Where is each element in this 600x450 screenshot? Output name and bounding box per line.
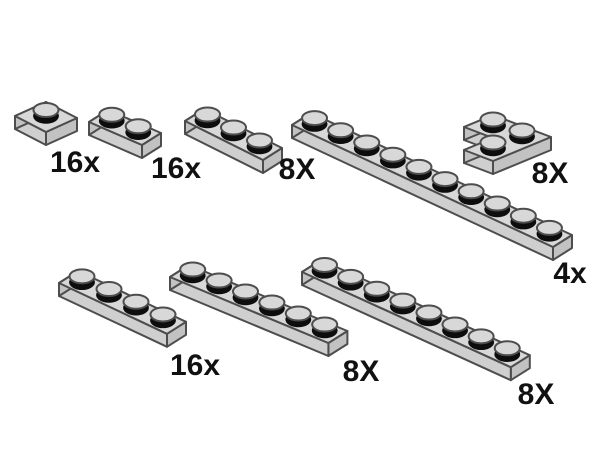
- stud-top: [363, 280, 391, 297]
- stud-top: [479, 134, 507, 151]
- stud-top: [149, 306, 177, 323]
- stud-top: [327, 122, 355, 139]
- quantity-label-plate-1x4: 16x: [170, 349, 220, 382]
- stud-top: [479, 111, 507, 128]
- stud-top: [467, 328, 495, 345]
- part-plate-1x3: 8X: [184, 106, 316, 186]
- quantity-label-plate-1x6: 8X: [343, 355, 380, 388]
- stud-top: [509, 207, 537, 224]
- part-plate-1x10: 4x: [291, 110, 587, 290]
- part-plate-1x1: 16x: [14, 101, 100, 179]
- stud-top: [508, 122, 536, 139]
- part-plate-2x2-corner: 8X: [463, 111, 569, 190]
- stud-top: [301, 110, 329, 127]
- stud-top: [194, 106, 221, 123]
- stud-top: [493, 340, 521, 357]
- stud-top: [32, 102, 60, 118]
- stud-top: [405, 158, 433, 175]
- part-plate-1x4: 16x: [58, 268, 220, 382]
- stud-top: [205, 272, 233, 289]
- part-plate-1x8: 8X: [301, 256, 555, 411]
- stud-top: [431, 171, 459, 188]
- stud-top: [457, 183, 485, 200]
- stud-top: [124, 118, 152, 135]
- stud-top: [353, 134, 381, 151]
- stud-top: [220, 119, 247, 136]
- stud-top: [389, 292, 417, 309]
- stud-top: [179, 261, 207, 278]
- stud-top: [415, 304, 443, 321]
- stud-top: [379, 146, 407, 163]
- quantity-label-plate-1x3: 8X: [279, 153, 316, 186]
- stud-top: [311, 316, 339, 333]
- part-plate-1x6: 8X: [169, 261, 380, 388]
- stud-top: [122, 293, 150, 310]
- stud-top: [311, 256, 339, 273]
- stud-top: [337, 268, 365, 285]
- quantity-label-plate-1x1: 16x: [50, 146, 100, 179]
- quantity-label-plate-1x10: 4x: [553, 257, 587, 290]
- stud-top: [98, 106, 126, 123]
- part-plate-1x2: 16x: [88, 106, 201, 185]
- stud-top: [483, 195, 511, 212]
- stud-top: [284, 305, 312, 322]
- quantity-label-plate-1x8: 8X: [518, 378, 555, 411]
- stud-top: [95, 281, 123, 298]
- stud-top: [535, 219, 563, 236]
- quantity-label-plate-2x2-corner: 8X: [532, 157, 569, 190]
- stud-top: [441, 316, 469, 333]
- stud-top: [246, 132, 273, 149]
- quantity-label-plate-1x2: 16x: [151, 152, 201, 185]
- stud-top: [232, 283, 259, 300]
- stud-top: [68, 268, 96, 285]
- stud-top: [258, 294, 286, 311]
